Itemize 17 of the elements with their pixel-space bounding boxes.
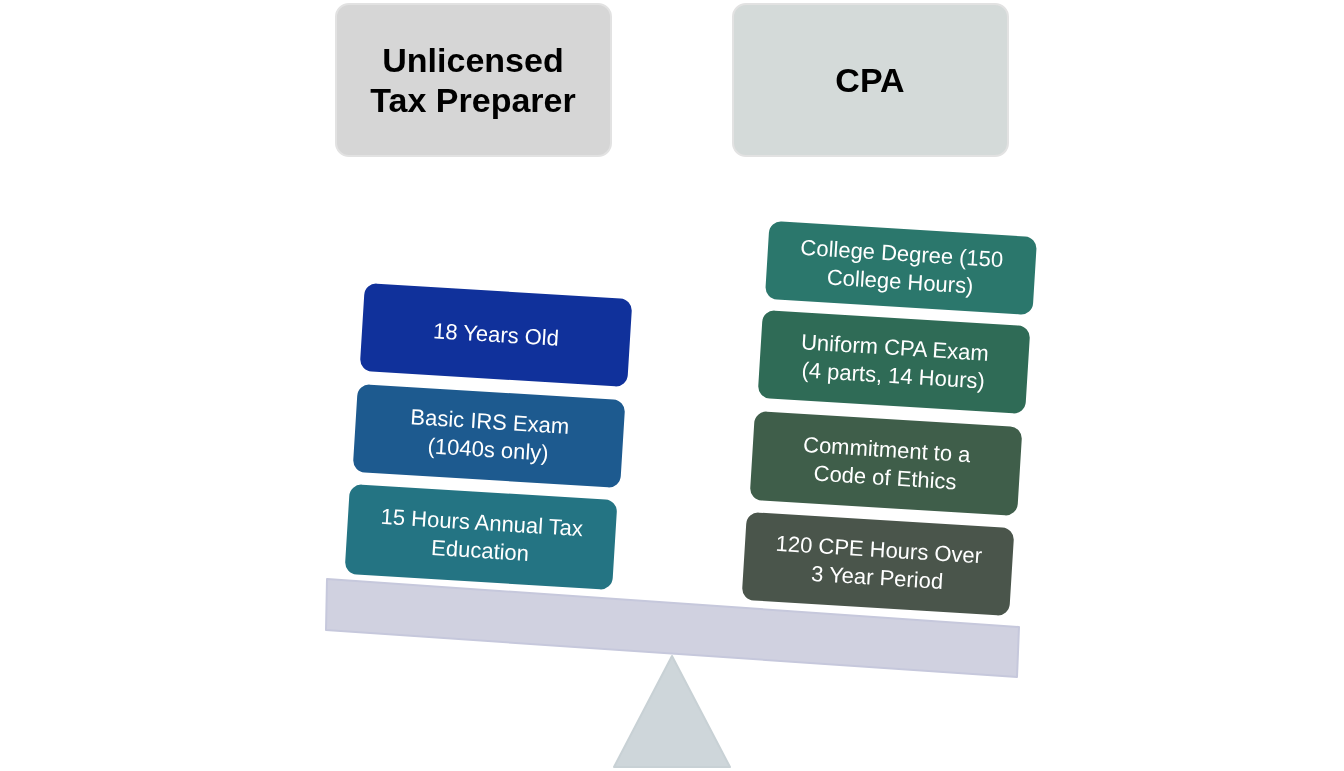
requirement-text: Basic IRS Exam (1040s only) <box>408 403 571 468</box>
requirement-card <box>757 309 1031 415</box>
heading-card <box>731 3 1009 157</box>
requirement-text: Commitment to a Code of Ethics <box>801 429 973 496</box>
heading-text: CPA <box>835 60 905 100</box>
fulcrum-triangle <box>613 655 731 768</box>
requirement-text: College Degree (150 College Hours) <box>798 233 1005 301</box>
requirement-card <box>344 483 618 591</box>
requirement-text: 120 CPE Hours Over 3 Year Period <box>774 529 984 596</box>
requirement-text: Uniform CPA Exam (4 parts, 14 Hours) <box>799 328 991 396</box>
requirement-text: 18 Years Old <box>432 317 560 353</box>
heading-card <box>334 3 612 157</box>
requirement-card <box>741 511 1015 617</box>
requirement-card <box>749 410 1023 516</box>
requirement-card <box>352 383 626 489</box>
heading-text: Unlicensed Tax Preparer <box>369 40 577 120</box>
requirement-text: 15 Hours Annual Tax Education <box>379 502 585 568</box>
